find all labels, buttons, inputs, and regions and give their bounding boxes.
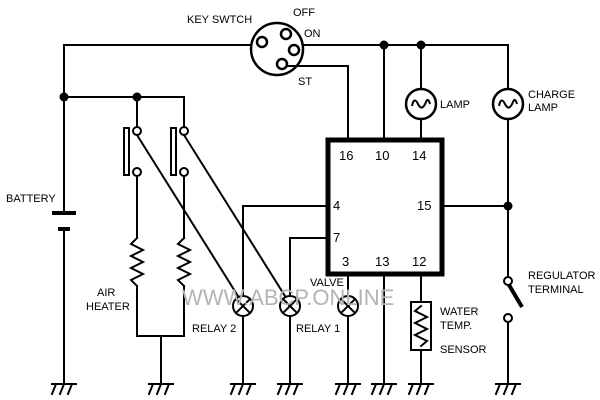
air-heater-resistor [128, 236, 146, 288]
key-switch-terminal [255, 35, 269, 49]
ground-symbol [334, 382, 361, 396]
lamp-cross [339, 297, 357, 315]
water-temp-label-line2: TEMP. [440, 320, 472, 332]
relay-1-label: RELAY 1 [296, 323, 340, 335]
pin-4: 4 [333, 198, 340, 213]
charge-lamp-bulb [491, 87, 525, 121]
ground-symbol [407, 382, 434, 396]
relay-contact [179, 167, 189, 177]
key-switch-terminal [287, 43, 301, 57]
water-temp-label-line3: SENSOR [440, 344, 487, 356]
pin-15: 15 [417, 198, 431, 213]
relay-coil-link [135, 133, 240, 298]
relay-switch-blade [123, 127, 130, 176]
key-switch-terminal [279, 27, 293, 41]
off-label: OFF [293, 7, 315, 19]
ground-symbol [50, 382, 77, 396]
relay-contact [179, 126, 189, 136]
regulator-label-line2: TERMINAL [528, 284, 584, 296]
ground-symbol [494, 382, 521, 396]
lamp-label: LAMP [440, 99, 470, 111]
key-switch-terminal [275, 57, 289, 71]
key-switch-label: KEY SWTCH [187, 14, 252, 26]
air-heater-label-line1: AIR [97, 287, 115, 299]
pin-12: 12 [412, 254, 426, 269]
valve-label: VALVE [310, 277, 344, 289]
junction [503, 201, 513, 211]
pin-7: 7 [333, 230, 340, 245]
pin-14: 14 [412, 148, 426, 163]
lamp-bulb [404, 87, 438, 121]
ground-symbol [147, 382, 174, 396]
wire [286, 65, 349, 141]
charge-lamp-label-line2: LAMP [528, 102, 558, 114]
battery-label: BATTERY [6, 193, 56, 205]
watermark: WWW.ABCP.ONLINE [182, 285, 394, 310]
regulator-label-line1: REGULATOR [528, 270, 595, 282]
relay-2-label: RELAY 2 [192, 323, 236, 335]
water-temp-label-line1: WATER [440, 306, 479, 318]
ground-symbol [276, 382, 303, 396]
air-heater-resistor [175, 236, 193, 288]
charge-lamp-label-line1: CHARGE [528, 89, 575, 101]
lamp-cross [281, 297, 299, 315]
ground-symbol [229, 382, 256, 396]
on-label: ON [304, 28, 321, 40]
air-heater-label-line2: HEATER [86, 301, 130, 313]
pin-13: 13 [375, 254, 389, 269]
sensor-resistor [412, 304, 430, 348]
wire [136, 285, 185, 337]
wire [289, 237, 329, 297]
regulator-contact [503, 276, 513, 286]
pin-16: 16 [339, 148, 353, 163]
relay-contact [132, 167, 142, 177]
st-label: ST [298, 76, 312, 88]
relay-coil-link [182, 133, 287, 298]
pin-10: 10 [375, 148, 389, 163]
wire [242, 205, 329, 297]
regulator-switch [507, 283, 524, 309]
relay-contact [132, 126, 142, 136]
pin-3: 3 [342, 254, 349, 269]
regulator-contact [503, 313, 513, 323]
lamp-cross [234, 297, 252, 315]
relay-switch-blade [170, 127, 177, 176]
ground-symbol [370, 382, 397, 396]
